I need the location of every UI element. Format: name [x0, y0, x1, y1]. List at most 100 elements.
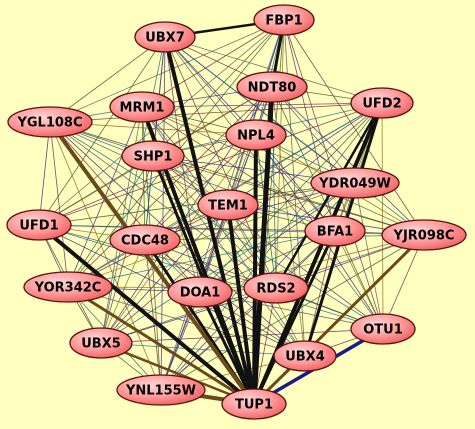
node-shape: [236, 71, 308, 103]
edge-yjr098c-otu1: [382, 234, 425, 330]
edge-fbp1-mrm1: [141, 19, 285, 108]
node-label: UBX4: [285, 350, 325, 365]
edge-ndt80-yor342c: [67, 86, 273, 288]
node-label: YGL108C: [16, 116, 82, 131]
node-label: UBX5: [81, 337, 121, 352]
node-yor342c[interactable]: YOR342C: [23, 271, 113, 303]
node-shape: [7, 106, 93, 138]
node-fbp1[interactable]: FBP1: [253, 4, 315, 36]
node-ygl108c[interactable]: YGL108C: [7, 106, 93, 138]
node-shape: [221, 388, 287, 420]
node-shape: [69, 327, 133, 359]
node-shape: [310, 167, 400, 199]
node-shape: [243, 272, 309, 304]
node-ubx5[interactable]: UBX5: [69, 327, 133, 359]
strong-edge-tup1-yjr098c: [252, 233, 426, 406]
edge-mrm1-cdc48: [141, 106, 146, 241]
node-label: DOA1: [180, 286, 221, 301]
strong-edge-tup1-ufd1: [37, 223, 256, 406]
node-shape: [167, 276, 233, 308]
node-mrm1[interactable]: MRM1: [109, 91, 175, 123]
node-shape: [121, 140, 185, 172]
edge-ygl108c-bfa1: [49, 121, 336, 232]
node-shape: [197, 189, 259, 221]
node-shape: [225, 119, 287, 151]
strong-edge-tup1-npl4: [252, 133, 258, 406]
node-label: YNL155W: [125, 384, 196, 399]
edge-fbp1-bfa1: [283, 19, 336, 232]
edge-ndt80-rds2: [271, 86, 277, 289]
node-label: RDS2: [256, 282, 295, 297]
edge-npl4-ufd1: [38, 134, 257, 226]
edge-ndt80-otu1: [271, 86, 384, 330]
node-ufd2[interactable]: UFD2: [350, 87, 414, 119]
edge-ufd2-ygl108c: [49, 102, 383, 123]
node-bfa1[interactable]: BFA1: [304, 215, 366, 247]
node-shape: [23, 271, 113, 303]
edge-ydr049w-otu1: [354, 182, 384, 330]
edge-shp1-yor342c: [67, 155, 154, 288]
node-label: UFD1: [19, 219, 58, 234]
edge-ubx7-npl4: [164, 36, 257, 136]
edge-ubx5-ubx4: [100, 342, 306, 357]
node-ynl155w[interactable]: YNL155W: [116, 374, 206, 406]
strong-edge-tup1-yor342c: [66, 285, 256, 406]
edge-ubx7-rds2: [164, 36, 277, 289]
node-label: UFD2: [362, 97, 401, 112]
node-ubx7[interactable]: UBX7: [134, 21, 196, 53]
node-shape: [381, 219, 467, 251]
edge-mrm1-bfa1: [141, 106, 336, 232]
edge-fbp1-yjr098c: [283, 19, 425, 236]
edge-ubx7-ygl108c: [49, 36, 166, 123]
edge-rds2-ynl155w: [160, 287, 277, 391]
edge-ubx7-ufd2: [164, 36, 383, 104]
edge-doa1-otu1: [199, 291, 384, 330]
node-ydr049w[interactable]: YDR049W: [310, 167, 400, 199]
node-label: FBP1: [265, 14, 302, 29]
node-label: NPL4: [237, 129, 275, 144]
node-shape: [350, 313, 416, 345]
edge-fbp1-ufd1: [38, 19, 285, 226]
node-shp1[interactable]: SHP1: [121, 140, 185, 172]
node-ubx4[interactable]: UBX4: [273, 340, 337, 372]
edge-ygl108c-yor342c: [49, 121, 69, 288]
node-label: MRM1: [120, 101, 165, 116]
node-cdc48[interactable]: CDC48: [109, 224, 181, 256]
node-shape: [253, 4, 315, 36]
node-label: CDC48: [121, 234, 169, 249]
node-label: UBX7: [145, 31, 185, 46]
node-label: OTU1: [363, 323, 403, 338]
edge-ygl108c-rds2: [49, 121, 277, 289]
node-tem1[interactable]: TEM1: [197, 189, 259, 221]
node-label: SHP1: [134, 150, 173, 165]
node-yjr098c[interactable]: YJR098C: [381, 219, 467, 251]
edge-ygl108c-doa1: [49, 121, 201, 293]
node-doa1[interactable]: DOA1: [167, 276, 233, 308]
node-rds2[interactable]: RDS2: [243, 272, 309, 304]
node-npl4[interactable]: NPL4: [225, 119, 287, 151]
node-otu1[interactable]: OTU1: [350, 313, 416, 345]
edge-cdc48-ubx5: [100, 239, 146, 344]
edge-fbp1-shp1: [152, 19, 285, 157]
edge-ufd2-doa1: [199, 102, 383, 293]
node-shape: [350, 87, 414, 119]
node-label: BFA1: [317, 225, 353, 240]
edge-ufd2-ynl155w: [160, 102, 383, 391]
edge-ydr049w-ubx5: [100, 182, 356, 344]
edge-bfa1-yor342c: [67, 230, 336, 288]
node-ndt80[interactable]: NDT80: [236, 71, 308, 103]
node-tup1[interactable]: TUP1: [221, 388, 287, 420]
node-ufd1[interactable]: UFD1: [6, 209, 72, 241]
edge-ubx7-ufd1: [38, 36, 166, 226]
node-shape: [273, 340, 337, 372]
edge-mrm1-tem1: [141, 106, 229, 206]
edge-ygl108c-otu1: [49, 121, 384, 330]
strong-edge-tup1-ubx7: [163, 35, 256, 406]
strong-edge-tup1-bfa1: [252, 229, 337, 406]
strong-edge-tup1-ygl108c: [48, 120, 256, 406]
node-shape: [134, 21, 196, 53]
strong-edge-tup1-tem1: [226, 203, 256, 406]
node-shape: [109, 91, 175, 123]
